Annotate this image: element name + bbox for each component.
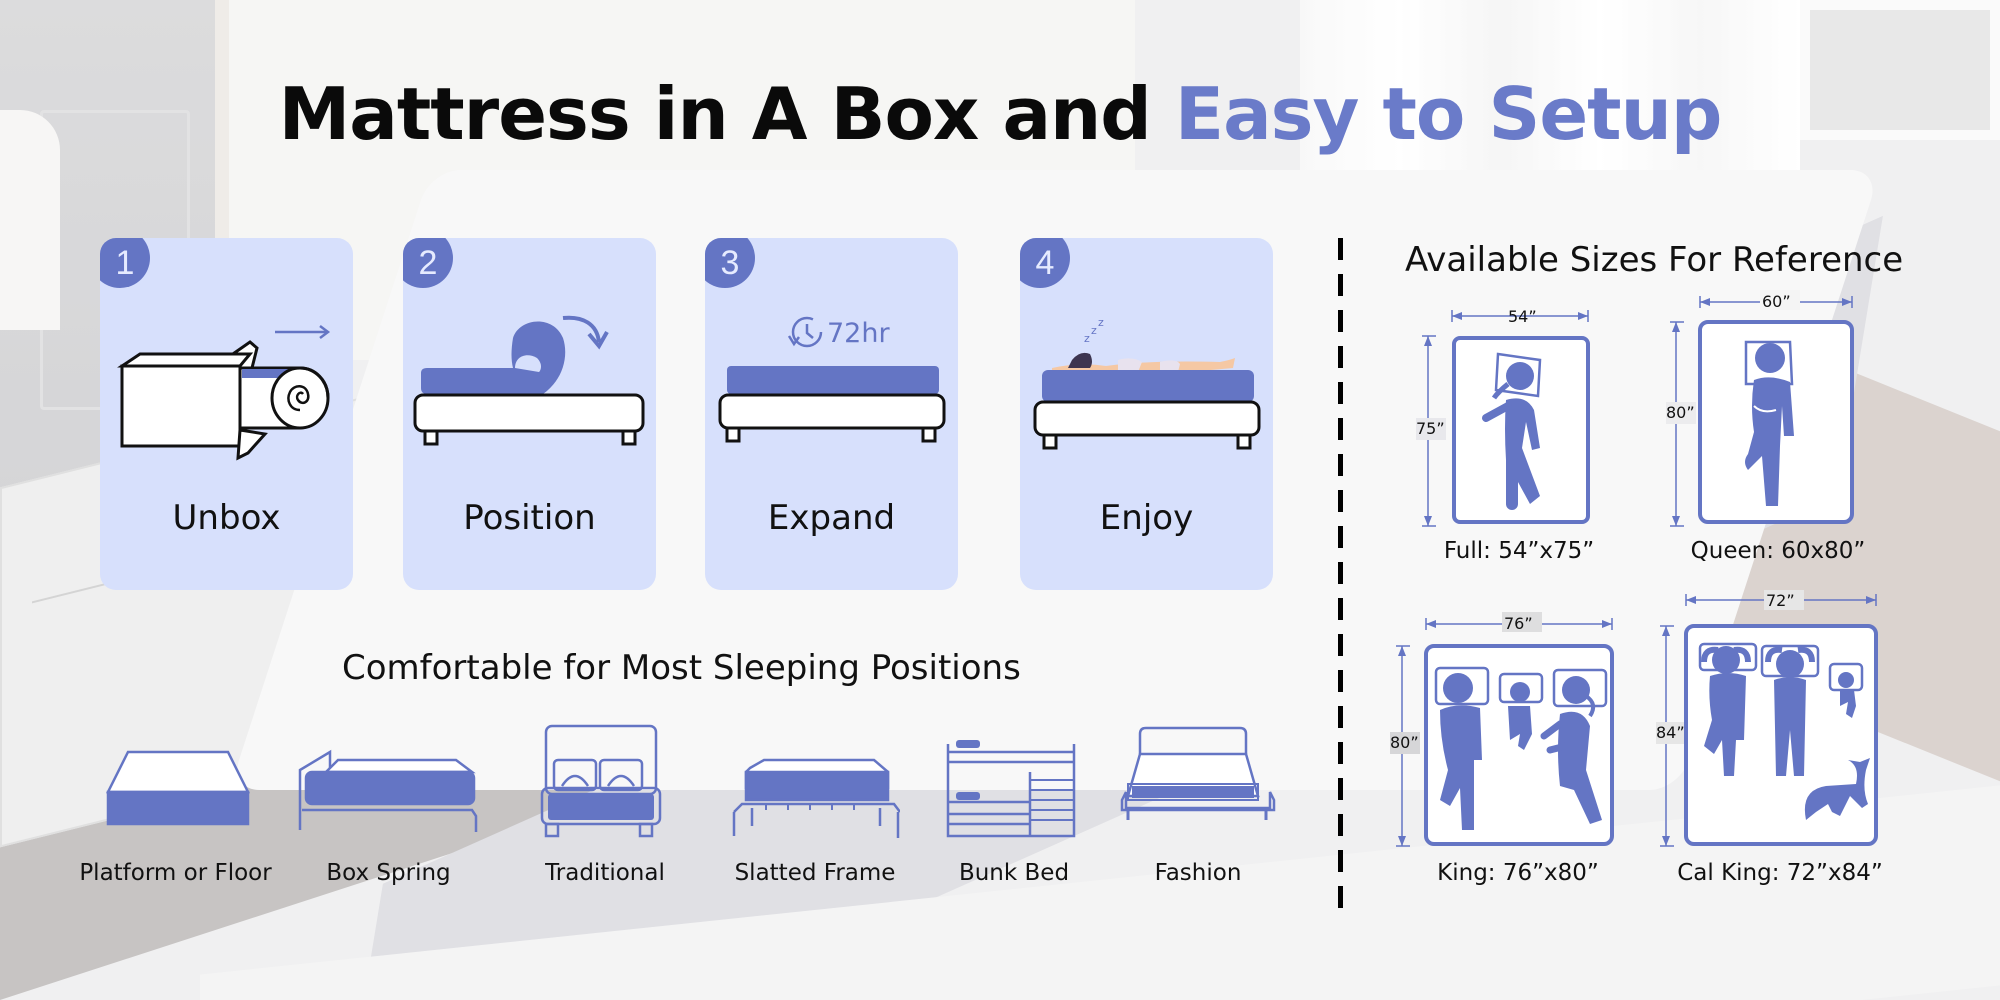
size-caption-king: King: 76”x80” bbox=[1437, 860, 1599, 886]
cal-king-length-label: 84” bbox=[1656, 723, 1685, 742]
bed-type-bunk-bed: Bunk Bed bbox=[944, 720, 1084, 886]
bed-type-platform: Platform or Floor bbox=[79, 720, 272, 886]
size-full: 54” 75” Full: 54”x75” bbox=[1416, 300, 1596, 564]
step-card-expand: 72hr 3 Expand bbox=[705, 238, 958, 590]
lamp bbox=[0, 110, 60, 330]
box-spring-bed-icon bbox=[298, 749, 478, 832]
bed-type-label: Box Spring bbox=[326, 860, 451, 886]
bed-type-slatted-frame: Slatted Frame bbox=[730, 720, 900, 886]
family-sleeping-icon bbox=[1434, 666, 1608, 830]
king-width-label: 76” bbox=[1504, 614, 1533, 633]
step-card-position: 2 Position bbox=[403, 238, 656, 590]
sleeping-person-icon: z z z bbox=[1033, 316, 1261, 450]
svg-text:z: z bbox=[1098, 316, 1104, 329]
full-width-label: 54” bbox=[1508, 307, 1537, 326]
step-card-unbox: 1 Unbox bbox=[100, 238, 353, 590]
king-size-diagram: 76” 80” bbox=[1390, 612, 1614, 847]
full-length-label: 75” bbox=[1416, 419, 1445, 438]
bed-type-label: Fashion bbox=[1154, 860, 1242, 886]
bed-type-fashion: Fashion bbox=[1118, 720, 1278, 886]
size-caption-cal-king: Cal King: 72”x84” bbox=[1677, 860, 1883, 886]
size-cal-king: 72” 84” Cal King: 72”x84” bbox=[1656, 590, 1896, 900]
title-accent: Easy to Setup bbox=[1174, 72, 1722, 156]
slatted-frame-bed-icon bbox=[732, 758, 900, 838]
step-card-enjoy: z z z 4 Enjoy bbox=[1020, 238, 1273, 590]
size-caption-full: Full: 54”x75” bbox=[1443, 538, 1595, 564]
bed-type-label: Platform or Floor bbox=[79, 860, 272, 886]
sizes-title: Available Sizes For Reference bbox=[1405, 240, 1904, 280]
woman-sleeping-icon bbox=[1482, 352, 1542, 510]
sleeping-positions-title: Comfortable for Most Sleeping Positions bbox=[342, 648, 1021, 688]
svg-text:z: z bbox=[1084, 332, 1090, 345]
page-title: Mattress in A Box and Easy to Setup bbox=[0, 72, 2000, 156]
king-length-label: 80” bbox=[1390, 733, 1419, 752]
dashed-divider bbox=[1338, 238, 1343, 920]
full-size-diagram: 54” 75” bbox=[1416, 307, 1590, 527]
box-unroll-icon bbox=[117, 325, 331, 461]
bed-type-label: Bunk Bed bbox=[958, 860, 1070, 886]
clock-icon bbox=[787, 316, 823, 348]
mattress-flip-icon bbox=[413, 315, 645, 446]
cal-king-size-diagram: 72” 84” bbox=[1656, 590, 1878, 847]
step-label: Position bbox=[463, 498, 596, 538]
queen-length-label: 80” bbox=[1666, 403, 1695, 422]
bed-type-label: Traditional bbox=[545, 860, 665, 886]
timer-text: 72hr bbox=[827, 318, 890, 349]
bed-type-box-spring: Box Spring bbox=[296, 720, 481, 886]
mattress-expand-icon: 72hr bbox=[718, 316, 946, 443]
size-caption-queen: Queen: 60x80” bbox=[1690, 538, 1866, 564]
family-with-dog-sleeping-icon bbox=[1698, 642, 1870, 820]
bed-type-traditional: Traditional bbox=[540, 720, 670, 886]
bed-type-label: Slatted Frame bbox=[734, 860, 896, 886]
cal-king-width-label: 72” bbox=[1766, 591, 1795, 610]
step-label: Unbox bbox=[172, 498, 281, 538]
traditional-bed-icon bbox=[540, 724, 662, 838]
queen-width-label: 60” bbox=[1762, 292, 1791, 311]
fashion-bed-icon bbox=[1120, 726, 1276, 820]
step-label: Enjoy bbox=[1099, 498, 1194, 538]
svg-text:z: z bbox=[1091, 324, 1097, 337]
step-label: Expand bbox=[767, 498, 896, 538]
platform-bed-icon bbox=[105, 750, 251, 826]
size-queen: 60” 80” Queen: 60x80” bbox=[1666, 286, 1866, 564]
bunk-bed-icon bbox=[946, 740, 1076, 838]
step-number-badge: 4 bbox=[1020, 238, 1070, 288]
man-sleeping-icon bbox=[1744, 340, 1794, 506]
size-king: 76” 80” King: 76”x80” bbox=[1390, 610, 1630, 900]
window bbox=[1800, 0, 2000, 140]
title-main: Mattress in A Box and bbox=[278, 72, 1175, 156]
queen-size-diagram: 60” 80” bbox=[1666, 290, 1854, 527]
